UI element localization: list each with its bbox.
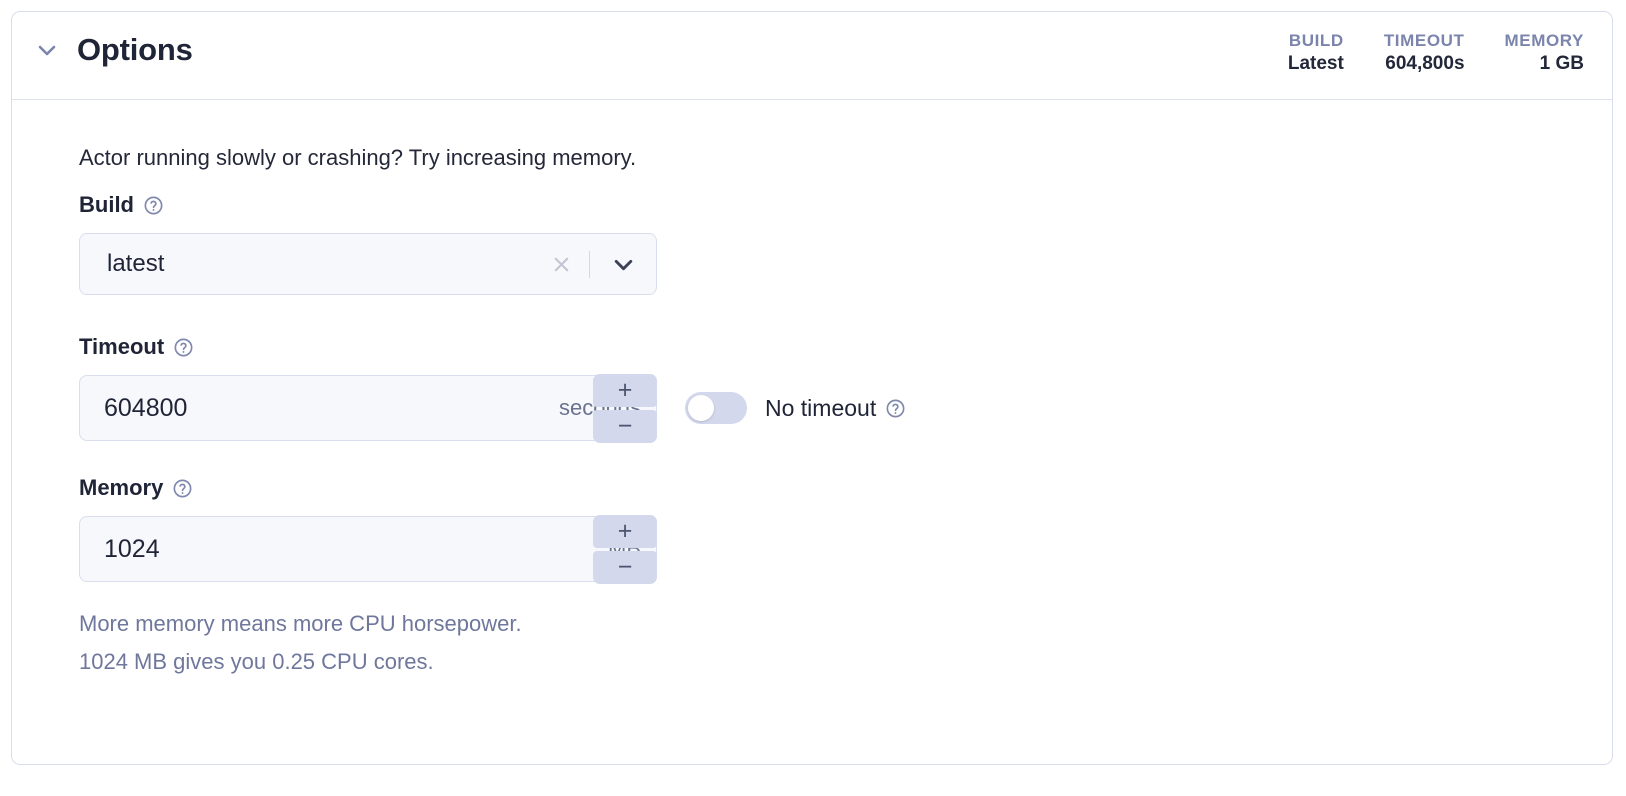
toggle-knob — [688, 395, 714, 421]
stat-build-label: BUILD — [1288, 31, 1344, 50]
build-field-group: Build latest — [79, 194, 657, 295]
stat-timeout-value: 604,800s — [1385, 53, 1465, 74]
memory-hint-line-2: 1024 MB gives you 0.25 CPU cores. — [79, 648, 434, 674]
memory-hint-line-1: More memory means more CPU horsepower. — [79, 611, 522, 636]
memory-decrement-button[interactable]: − — [593, 551, 657, 584]
stat-memory-label: MEMORY — [1504, 31, 1584, 50]
stat-build: BUILD Latest — [1288, 32, 1344, 73]
no-timeout-toggle-group: No timeout — [685, 392, 906, 424]
stat-timeout: TIMEOUT 604,800s — [1384, 32, 1465, 73]
no-timeout-label: No timeout — [765, 394, 877, 421]
help-circle-icon[interactable] — [885, 398, 906, 419]
build-select-value: latest — [107, 250, 165, 277]
timeout-input-wrapper[interactable]: seconds + − — [79, 374, 657, 443]
memory-input[interactable] — [80, 533, 608, 565]
stat-memory-value: 1 GB — [1539, 53, 1584, 74]
stat-timeout-label: TIMEOUT — [1383, 31, 1465, 50]
help-circle-icon[interactable] — [143, 195, 164, 216]
help-circle-icon[interactable] — [173, 337, 194, 358]
build-label-row: Build — [79, 194, 657, 216]
timeout-label-row: Timeout — [79, 336, 906, 358]
help-circle-icon[interactable] — [172, 478, 193, 499]
no-timeout-toggle[interactable] — [685, 392, 747, 424]
chevron-down-icon[interactable] — [590, 252, 656, 277]
header-summary-stats: BUILD Latest TIMEOUT 604,800s MEMORY 1 G… — [1288, 32, 1584, 73]
intro-text: Actor running slowly or crashing? Try in… — [79, 145, 637, 170]
timeout-label: Timeout — [79, 334, 165, 359]
timeout-field-group: Timeout seconds + − — [79, 336, 906, 443]
memory-increment-button[interactable]: + — [593, 515, 657, 548]
memory-input-wrapper[interactable]: MB + − — [79, 515, 657, 584]
chevron-down-icon — [35, 38, 59, 62]
memory-hint: More memory means more CPU horsepower. 1… — [79, 605, 522, 681]
page-title: Options — [77, 32, 193, 67]
timeout-stepper: + − — [593, 374, 657, 443]
stat-build-value: Latest — [1287, 53, 1344, 74]
stat-memory: MEMORY 1 GB — [1505, 32, 1584, 73]
memory-input-row: MB + − — [79, 515, 657, 584]
no-timeout-label-row: No timeout — [765, 394, 906, 421]
memory-label-row: Memory — [79, 477, 657, 499]
timeout-increment-button[interactable]: + — [593, 374, 657, 407]
options-collapse-toggle[interactable]: Options — [35, 34, 193, 65]
build-label: Build — [79, 192, 134, 217]
timeout-input[interactable] — [80, 392, 560, 424]
options-card-header: Options BUILD Latest TIMEOUT 604,800s ME… — [12, 12, 1612, 100]
select-divider — [588, 250, 590, 278]
options-card: Options BUILD Latest TIMEOUT 604,800s ME… — [11, 11, 1613, 765]
close-icon[interactable] — [534, 253, 589, 276]
memory-stepper: + − — [593, 515, 657, 584]
build-select[interactable]: latest — [79, 233, 657, 295]
memory-label: Memory — [79, 475, 164, 500]
timeout-input-row: seconds + − No timeout — [79, 374, 906, 443]
timeout-decrement-button[interactable]: − — [593, 410, 657, 443]
memory-field-group: Memory MB + − — [79, 477, 657, 584]
